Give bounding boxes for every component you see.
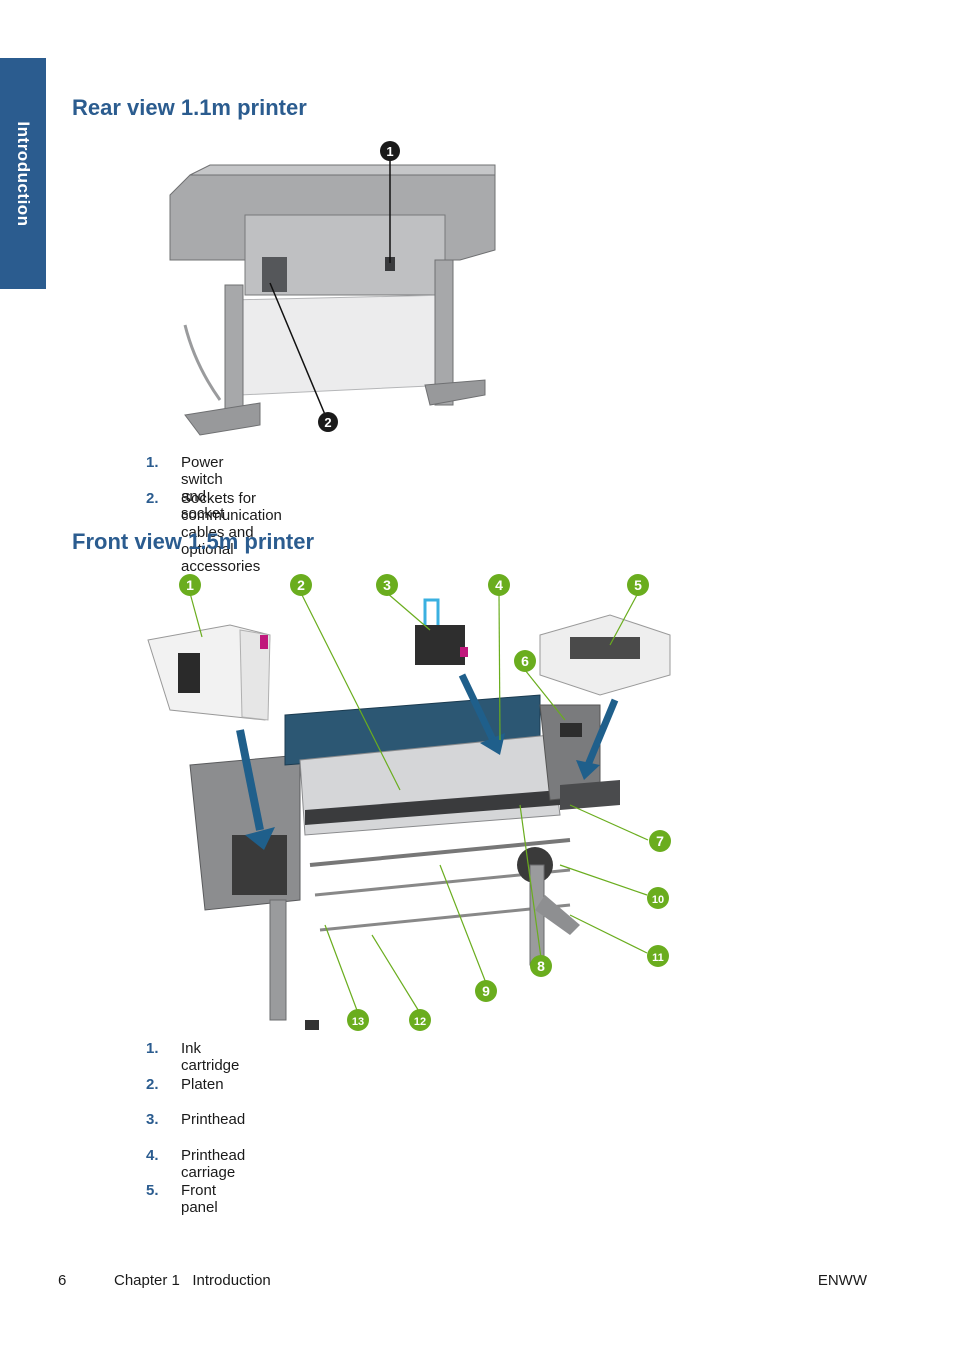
front-callout-13-label: 13 [352,1016,364,1028]
footer-chapter: Chapter 1 Introduction [114,1272,271,1289]
list-item-number: 5. [146,1182,159,1199]
chapter-side-tab: Introduction [0,58,46,289]
front-callout-5 [627,574,649,596]
rear-callout-2-label: 2 [324,415,331,430]
front-callout-4 [488,574,510,596]
rear-callout-1-label: 1 [386,144,393,159]
front-callout-1-label: 1 [186,577,194,593]
front-callout-13 [347,1009,369,1031]
front-callout-7 [649,830,671,852]
front-callout-3 [376,574,398,596]
rear-callout-2 [318,412,338,432]
front-callout-11-label: 11 [652,952,664,964]
front-callout-3-label: 3 [383,577,391,593]
rear-callout-1 [380,141,400,161]
front-callout-12-label: 12 [414,1016,426,1028]
front-view-heading: Front view 1.5m printer [72,529,315,554]
front-callout-6 [514,650,536,672]
list-item-text: Printhead carriage [181,1146,246,1181]
rear-view-heading: Rear view 1.1m printer [72,95,307,120]
front-callout-8-label: 8 [537,958,545,974]
footer-page-number: 6 [58,1272,67,1289]
front-callout-7-label: 7 [656,833,664,849]
list-item-text: Ink cartridge [181,1040,240,1074]
list-item-text: Front panel [181,1182,218,1216]
side-tab-label: Introduction [14,120,33,227]
list-item-number: 2. [146,489,159,507]
front-callout-9 [475,980,497,1002]
list-item-text: Platen [181,1075,224,1093]
front-callout-10 [647,887,669,909]
front-callout-11 [647,945,669,967]
list-item-number: 1. [146,454,159,471]
front-callout-2 [290,574,312,596]
front-callout-2-label: 2 [297,577,305,593]
footer-right-label: ENWW [817,1272,867,1289]
front-callout-8 [530,955,552,977]
front-callout-5-label: 5 [634,577,642,593]
front-callout-1 [179,574,201,596]
front-callout-10-label: 10 [652,894,664,906]
front-callout-6-label: 6 [521,653,529,669]
front-callout-12 [409,1009,431,1031]
list-item-number: 2. [146,1075,159,1093]
front-callout-4-label: 4 [495,577,503,593]
list-item-text: Power switch and socket [181,454,225,522]
list-item-text: Sockets for communication cables and opt… [181,489,282,575]
list-item-text: Printhead [181,1111,246,1128]
list-item-number: 3. [146,1111,159,1128]
list-item-number: 4. [146,1146,159,1164]
rear-view-printer-figure: 1 2 [169,141,496,436]
list-item-number: 1. [146,1040,159,1057]
front-callout-9-label: 9 [482,983,490,999]
